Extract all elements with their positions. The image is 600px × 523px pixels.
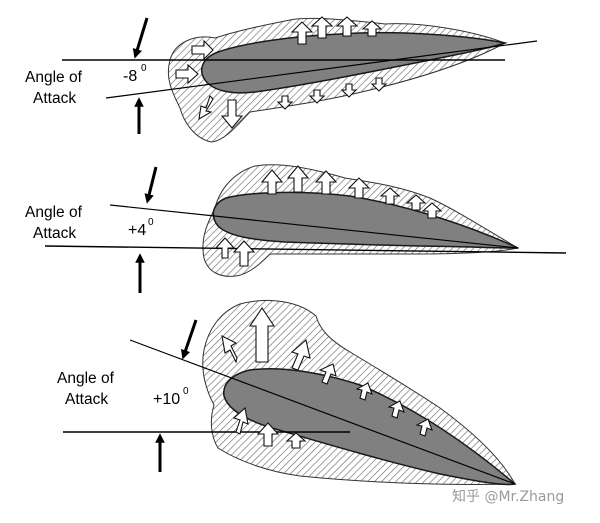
angle-label-line2: Attack [33, 225, 76, 242]
angle-label-line1: Angle of [25, 204, 83, 221]
pressure-arrow [248, 307, 276, 363]
pressure-arrow [421, 202, 443, 219]
direction-arrow-down [144, 166, 158, 204]
angle-label-line2: Attack [65, 391, 108, 408]
direction-arrow-down [132, 17, 149, 59]
pressure-arrow [290, 21, 314, 45]
pressure-arrows [214, 165, 443, 267]
pressure-arrow [175, 63, 199, 85]
angle-value: -8 [123, 68, 137, 85]
panel-positive-4: Angle of Attack +4 0 [25, 164, 567, 293]
pressure-arrow [340, 83, 358, 98]
degree-mark: 0 [141, 63, 147, 74]
pressure-arrow [318, 363, 337, 385]
pressure-arrow [379, 187, 401, 205]
pressure-arrow [290, 338, 311, 371]
pressure-arrow [276, 95, 294, 110]
pressure-arrow [308, 89, 326, 104]
pressure-arrow [415, 418, 433, 437]
watermark: 知乎 @Mr.Zhang [452, 488, 564, 505]
pressure-arrow [221, 335, 238, 364]
pressure-arrow [191, 39, 214, 61]
pressure-arrow [214, 237, 236, 259]
pressure-arrow [370, 77, 388, 92]
airfoil [212, 191, 519, 249]
direction-arrow-down [181, 319, 198, 360]
pressure-arrow [198, 94, 214, 121]
pressure-arrows [175, 16, 388, 129]
reference-line [44, 245, 567, 254]
chord-line [105, 40, 538, 99]
airfoil [223, 368, 517, 486]
degree-mark: 0 [148, 217, 154, 228]
degree-mark: 0 [183, 386, 189, 397]
pressure-arrow [361, 20, 383, 37]
pressure-arrow [405, 194, 427, 211]
pressure-arrow [285, 432, 307, 449]
pressure-arrow [335, 16, 359, 37]
pressure-arrow [286, 165, 310, 193]
chord-line [109, 204, 519, 249]
pressure-arrow [347, 177, 371, 199]
angle-label-line2: Attack [33, 90, 76, 107]
pressure-arrow [256, 422, 280, 447]
angle-value: +10 [153, 391, 180, 408]
chord-line [129, 339, 516, 485]
pressure-arrow [220, 99, 244, 129]
airfoil [201, 31, 508, 94]
panel-positive-10: Angle of Attack +10 0 [57, 299, 517, 486]
pressure-arrow [232, 240, 256, 267]
angle-label-line1: Angle of [57, 370, 115, 387]
pressure-arrows [221, 307, 433, 449]
pressure-arrow [260, 169, 284, 195]
panel-negative-8: Angle of Attack -8 0 [25, 16, 538, 143]
pressure-arrow [387, 400, 405, 419]
pressure-arrow [232, 406, 249, 435]
angle-label-line1: Angle of [25, 69, 83, 86]
pressure-arrow [355, 382, 373, 401]
angle-value: +4 [128, 222, 146, 239]
pressure-arrow [310, 16, 334, 39]
pressure-arrow [314, 170, 338, 195]
